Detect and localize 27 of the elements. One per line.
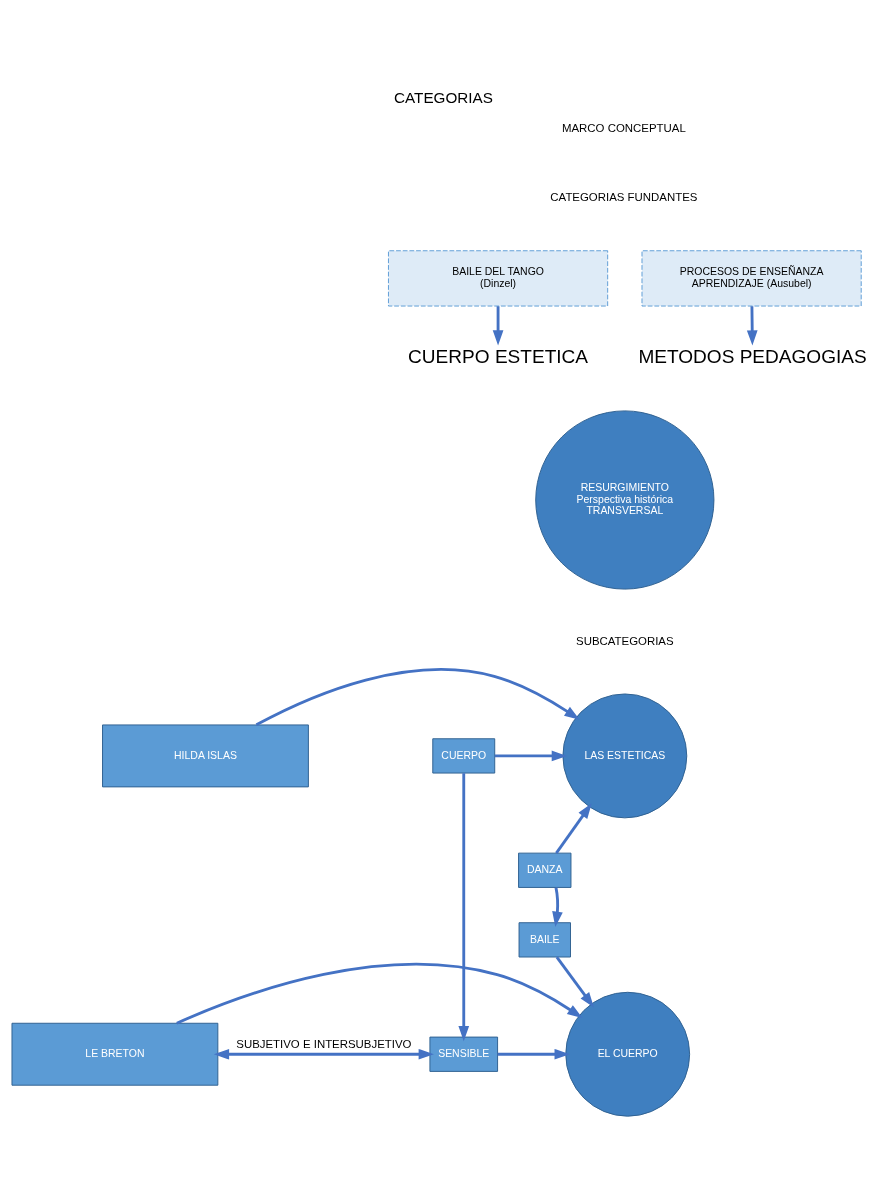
arrow bbox=[492, 306, 504, 346]
arrow bbox=[552, 887, 563, 927]
label: CATEGORIAS FUNDANTES bbox=[550, 191, 698, 204]
diagram-title: CATEGORIAS bbox=[394, 88, 493, 106]
node-box: DANZA bbox=[518, 852, 572, 888]
arrow bbox=[213, 1048, 434, 1060]
arrow bbox=[494, 750, 567, 762]
node-text: CUERPO ESTETICA bbox=[408, 346, 589, 368]
node-box: CUERPO bbox=[432, 738, 496, 774]
arrow bbox=[746, 306, 758, 346]
edge-label: SUBJETIVO E INTERSUBJETIVO bbox=[236, 1038, 412, 1051]
arrow bbox=[458, 773, 470, 1042]
node-box: SENSIBLE bbox=[429, 1036, 499, 1072]
node-box: PROCESOS DE ENSEÑANZA APRENDIZAJE (Ausubel) bbox=[641, 250, 862, 307]
node-circle: RESURGIMIENTO Perspectiva histórica TRANSVERSAL bbox=[535, 410, 715, 590]
label: SUBCATEGORIAS bbox=[576, 634, 674, 647]
node-box: HILDA ISLAS bbox=[102, 724, 309, 788]
node-box: BAILE bbox=[518, 922, 571, 958]
node-text: METODOS PEDAGOGIAS bbox=[638, 346, 867, 368]
arrow bbox=[555, 956, 594, 1008]
arrow bbox=[255, 668, 580, 727]
arrow bbox=[497, 1048, 570, 1060]
label: MARCO CONCEPTUAL bbox=[562, 121, 686, 134]
node-box: BAILE DEL TANGO (Dinzel) bbox=[388, 250, 609, 307]
arrow bbox=[555, 803, 592, 854]
arrow bbox=[176, 962, 583, 1025]
node-box: LE BRETON bbox=[11, 1022, 219, 1086]
